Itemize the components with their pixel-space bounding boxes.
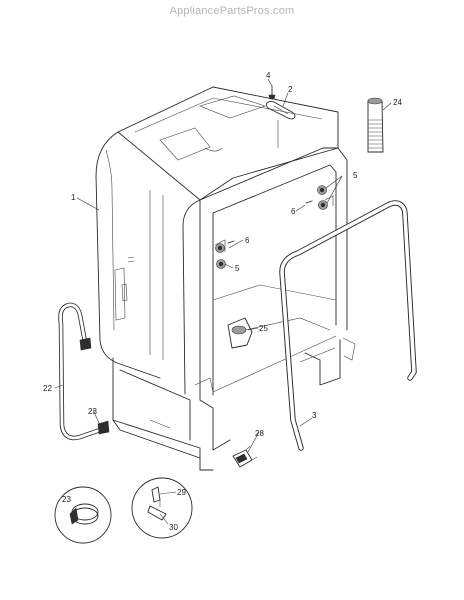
detail-circle-clamp (54, 486, 112, 544)
tub-assembly (95, 86, 356, 471)
label-part-25: 25 (259, 324, 268, 333)
label-part-30: 30 (169, 523, 178, 532)
part-22-hose (58, 302, 110, 441)
label-part-2: 2 (288, 85, 293, 94)
part-25-component (227, 317, 253, 349)
detail-circle-switch (131, 477, 193, 539)
fasteners-right (305, 185, 328, 210)
part-28-switch (232, 445, 258, 468)
label-part-6-left: 6 (245, 236, 250, 245)
part-4-screw (268, 85, 276, 100)
label-part-1: 1 (71, 193, 76, 202)
part-3-gasket (279, 200, 417, 451)
label-part-5-right: 5 (353, 171, 358, 180)
label-part-5-left: 5 (235, 264, 240, 273)
label-part-4: 4 (266, 71, 271, 80)
label-part-23-hose: 23 (88, 407, 97, 416)
part-24-vent (367, 97, 384, 153)
label-part-23-detail: 23 (62, 495, 71, 504)
label-part-22: 22 (43, 384, 52, 393)
label-part-28: 28 (255, 429, 264, 438)
label-part-29: 29 (177, 488, 186, 497)
label-part-3: 3 (312, 411, 317, 420)
part-2-clip (265, 101, 296, 148)
leader-lines (54, 78, 392, 525)
label-part-24: 24 (393, 98, 402, 107)
fasteners-left (215, 240, 235, 269)
watermark: AppliancePartsPros.com (169, 5, 295, 17)
label-part-6-right: 6 (291, 207, 296, 216)
